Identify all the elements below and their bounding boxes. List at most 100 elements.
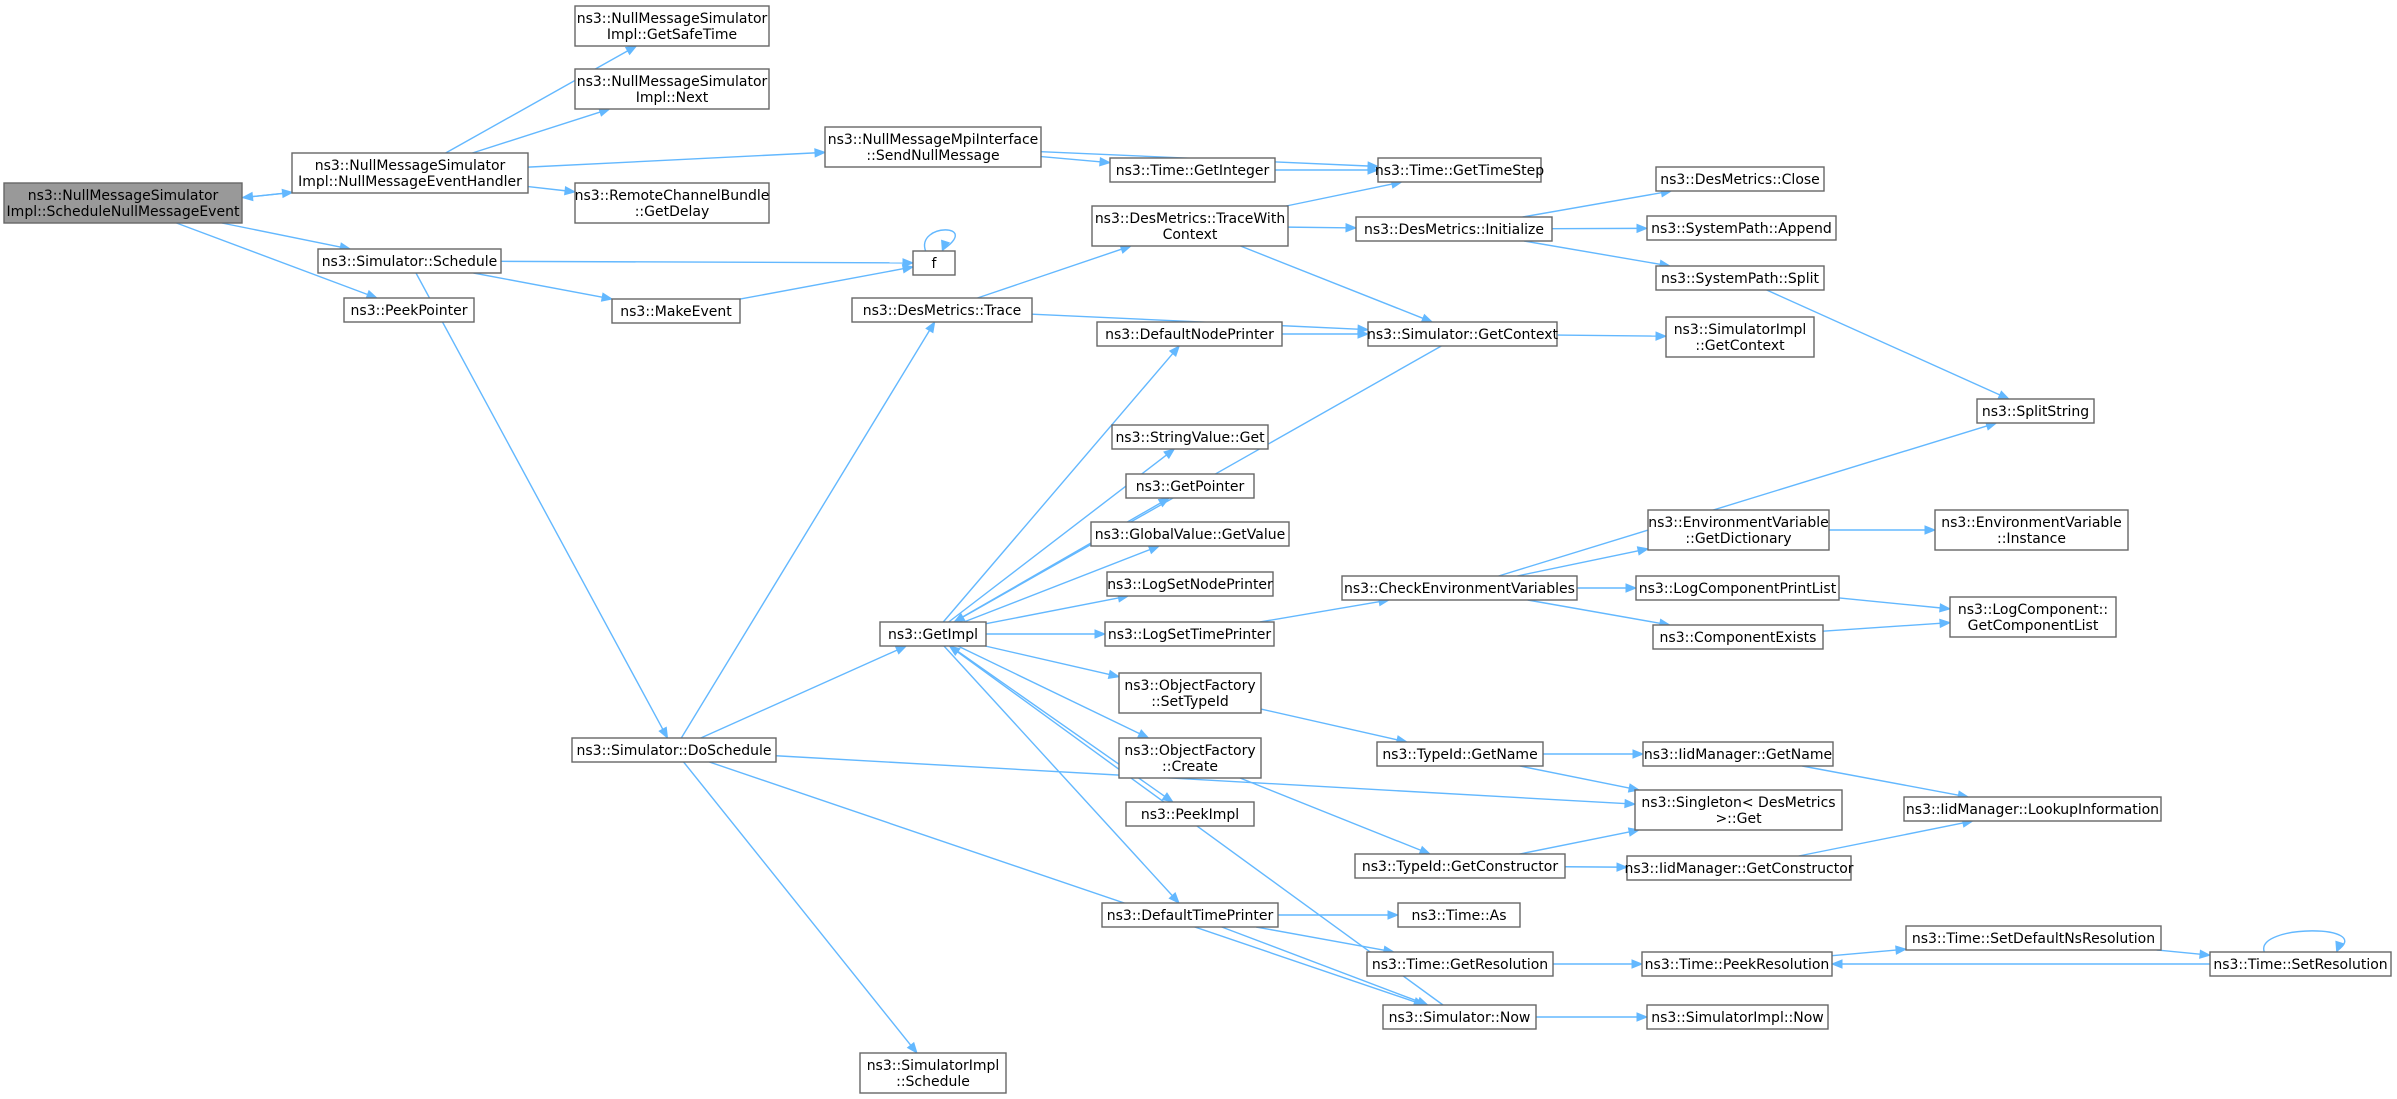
node-snm[interactable]: ns3::NullMessageMpiInterface::SendNullMe… [824,126,1042,168]
node-box[interactable] [1905,925,2162,951]
node-dosched[interactable]: ns3::Simulator::DoSchedule [571,737,777,763]
node-getptr[interactable]: ns3::GetPointer [1125,473,1255,499]
node-tsdnr[interactable]: ns3::Time::SetDefaultNsResolution [1905,925,2162,951]
node-lcgcl[interactable]: ns3::LogComponent::GetComponentList [1949,596,2117,638]
node-f[interactable]: f [912,250,956,276]
node-singget[interactable]: ns3::Singleton< DesMetrics >::Get [1634,789,1843,831]
node-tign[interactable]: ns3::TypeId::GetName [1376,741,1544,767]
node-box[interactable] [851,297,1033,323]
node-box[interactable] [912,250,956,276]
node-iidgn[interactable]: ns3::IidManager::GetName [1642,741,1834,767]
node-cev[interactable]: ns3::CheckEnvironmentVariables [1341,575,1578,601]
node-box[interactable] [859,1052,1007,1094]
node-box[interactable] [1355,216,1553,242]
node-getimpl[interactable]: ns3::GetImpl [879,621,987,647]
node-tgr[interactable]: ns3::Time::GetResolution [1366,951,1554,977]
node-box[interactable] [291,152,529,194]
node-sinow[interactable]: ns3::SimulatorImpl::Now [1646,1004,1829,1030]
node-peekp[interactable]: ns3::PeekPointer [343,297,475,323]
node-box[interactable] [1647,509,1830,551]
node-snow[interactable]: ns3::Simulator::Now [1382,1004,1537,1030]
node-dclose[interactable]: ns3::DesMetrics::Close [1655,166,1825,192]
node-tigc[interactable]: ns3::TypeId::GetConstructor [1354,853,1566,879]
node-iidli[interactable]: ns3::IidManager::LookupInformation [1903,796,2162,822]
node-box[interactable] [1366,951,1554,977]
node-tgts[interactable]: ns3::Time::GetTimeStep [1375,157,1544,183]
node-box[interactable] [1367,321,1558,347]
node-peekimpl[interactable]: ns3::PeekImpl [1125,801,1255,827]
node-box[interactable] [1635,575,1840,601]
node-box[interactable] [1655,265,1825,291]
node-ofc[interactable]: ns3::ObjectFactory::Create [1118,737,1262,779]
node-rcb[interactable]: ns3::RemoteChannelBundle::GetDelay [574,182,770,224]
node-box[interactable] [1655,166,1825,192]
node-svget[interactable]: ns3::StringValue::Get [1111,424,1269,450]
node-box[interactable] [1106,571,1274,597]
node-sched[interactable]: ns3::Simulator::Schedule [317,248,502,274]
node-splitstr[interactable]: ns3::SplitString [1976,398,2095,424]
node-sgc[interactable]: ns3::Simulator::GetContext [1367,321,1559,347]
node-box[interactable] [317,248,502,274]
node-iidgc[interactable]: ns3::IidManager::GetConstructor [1624,855,1854,881]
node-box[interactable] [1354,853,1566,879]
node-ofst[interactable]: ns3::ObjectFactory::SetTypeId [1118,672,1262,714]
node-spapp[interactable]: ns3::SystemPath::Append [1646,215,1837,241]
node-compex[interactable]: ns3::ComponentExists [1652,624,1824,650]
node-tsr[interactable]: ns3::Time::SetResolution [2209,951,2392,977]
node-evgd[interactable]: ns3::EnvironmentVariable::GetDictionary [1647,509,1830,551]
node-box[interactable] [1382,1004,1537,1030]
node-box[interactable] [1641,951,1833,977]
node-lsnp[interactable]: ns3::LogSetNodePrinter [1106,571,1274,597]
node-box[interactable] [1377,157,1542,183]
node-box[interactable] [611,298,741,324]
node-tas[interactable]: ns3::Time::As [1397,902,1521,928]
node-evinst[interactable]: ns3::EnvironmentVariable::Instance [1934,509,2129,551]
node-box[interactable] [1934,509,2129,551]
node-box[interactable] [1652,624,1824,650]
node-box[interactable] [1646,1004,1829,1030]
node-root[interactable]: ns3::NullMessageSimulatorImpl::ScheduleN… [3,182,243,224]
node-lstp[interactable]: ns3::LogSetTimePrinter [1104,621,1275,647]
node-tpr[interactable]: ns3::Time::PeekResolution [1641,951,1833,977]
node-box[interactable] [1634,789,1843,831]
node-box[interactable] [1903,796,2162,822]
node-box[interactable] [3,182,243,224]
node-box[interactable] [1665,316,1815,358]
node-box[interactable] [1125,801,1255,827]
node-gst[interactable]: ns3::NullMessageSimulatorImpl::GetSafeTi… [574,5,770,47]
node-nmeh[interactable]: ns3::NullMessageSimulatorImpl::NullMessa… [291,152,529,194]
node-sisched[interactable]: ns3::SimulatorImpl::Schedule [859,1052,1007,1094]
node-box[interactable] [1109,157,1276,183]
node-gvgv[interactable]: ns3::GlobalValue::GetValue [1090,521,1290,547]
node-box[interactable] [1376,741,1544,767]
node-tgi[interactable]: ns3::Time::GetInteger [1109,157,1276,183]
node-box[interactable] [1090,521,1290,547]
node-box[interactable] [2209,951,2392,977]
node-box[interactable] [1111,424,1269,450]
node-box[interactable] [1642,741,1834,767]
node-box[interactable] [1104,621,1275,647]
node-box[interactable] [1096,321,1283,347]
node-sigc[interactable]: ns3::SimulatorImpl::GetContext [1665,316,1815,358]
node-box[interactable] [1646,215,1837,241]
node-dtp[interactable]: ns3::DefaultTimePrinter [1101,902,1279,928]
node-box[interactable] [1397,902,1521,928]
node-box[interactable] [1118,672,1262,714]
node-box[interactable] [1125,473,1255,499]
node-dnp[interactable]: ns3::DefaultNodePrinter [1096,321,1283,347]
node-dinit[interactable]: ns3::DesMetrics::Initialize [1355,216,1553,242]
node-spsplit[interactable]: ns3::SystemPath::Split [1655,265,1825,291]
node-box[interactable] [574,5,770,47]
node-mkev[interactable]: ns3::MakeEvent [611,298,741,324]
node-box[interactable] [879,621,987,647]
node-dtrace[interactable]: ns3::DesMetrics::Trace [851,297,1033,323]
node-box[interactable] [824,126,1042,168]
node-box[interactable] [1091,205,1289,247]
node-box[interactable] [1949,596,2117,638]
node-box[interactable] [1626,855,1852,881]
node-box[interactable] [574,182,770,224]
node-box[interactable] [1118,737,1262,779]
node-box[interactable] [574,68,770,110]
node-box[interactable] [1101,902,1279,928]
